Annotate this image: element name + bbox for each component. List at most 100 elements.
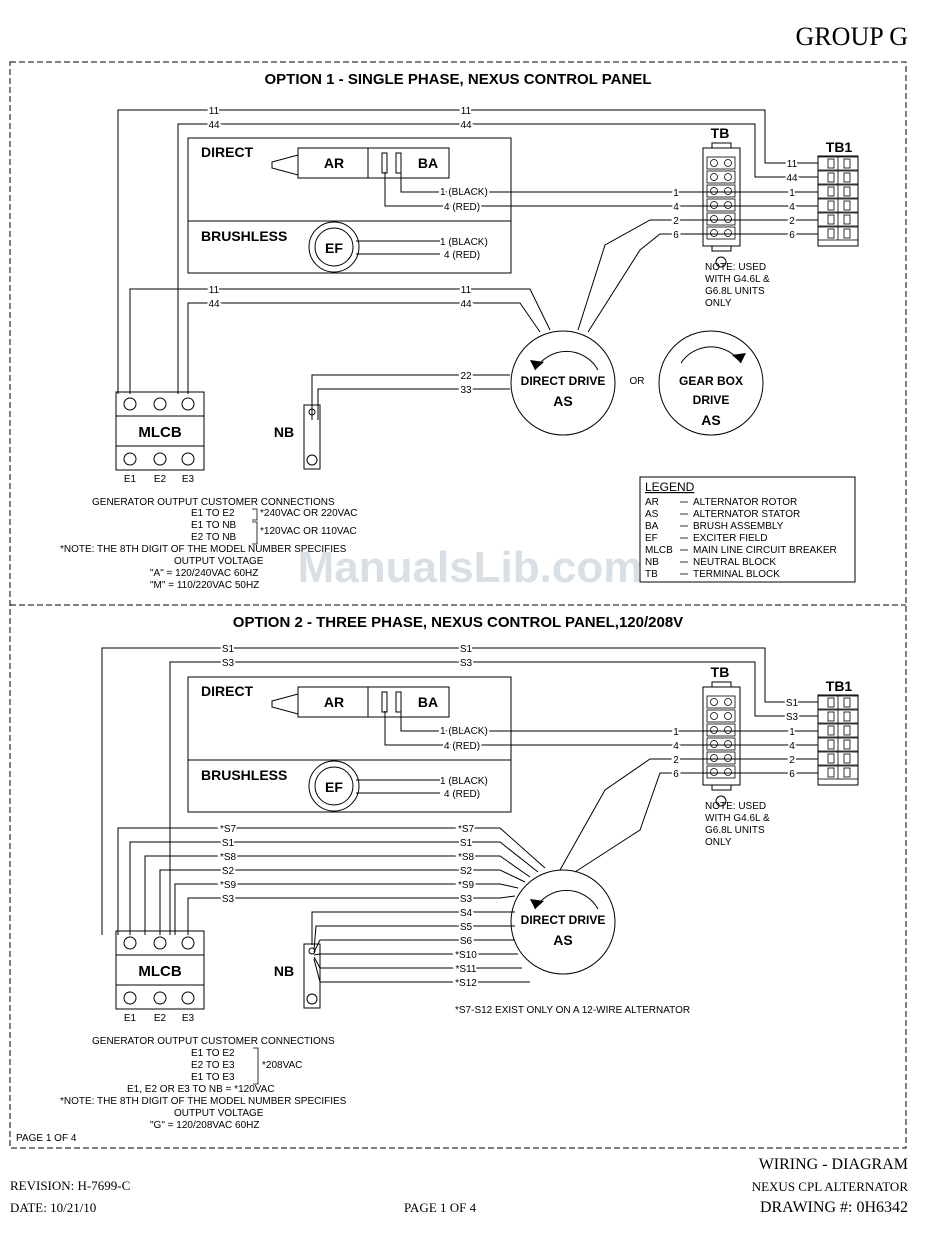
mlcb-terminal-label: E2 <box>154 474 167 485</box>
conn-line: E1 TO E2 <box>191 1048 235 1059</box>
wire-label: S3 <box>222 658 235 669</box>
legend-value: BRUSH ASSEMBLY <box>693 521 784 532</box>
ar-label: AR <box>324 694 344 710</box>
mlcb-label: MLCB <box>138 963 181 980</box>
mlcb-terminal-label: E1 <box>124 474 137 485</box>
gear-box-label: GEAR BOX <box>679 374 743 388</box>
wire-label: S1 <box>460 838 473 849</box>
wire-label: 4 <box>789 741 795 752</box>
conn-title: GENERATOR OUTPUT CUSTOMER CONNECTIONS <box>92 1036 335 1047</box>
wire-label: S1 <box>222 644 235 655</box>
ba-label: BA <box>418 694 438 710</box>
wire-label: 44 <box>460 299 472 310</box>
as-label: AS <box>701 412 720 428</box>
date: DATE: 10/21/10 <box>10 1200 97 1215</box>
legend-box <box>639 476 856 583</box>
legend-key: EF <box>645 533 658 544</box>
wire-label: 4 (RED) <box>444 789 480 800</box>
wire-label: 4 (RED) <box>444 741 480 752</box>
conn-value: *120VAC OR 110VAC <box>260 526 357 537</box>
note-line: G6.8L UNITS <box>705 286 765 297</box>
note-line: WITH G4.6L & <box>705 274 770 285</box>
wire-label: S3 <box>460 894 473 905</box>
note-line: NOTE: USED <box>705 262 766 273</box>
wire-label: *S9 <box>220 880 237 891</box>
note-line: *NOTE: THE 8TH DIGIT OF THE MODEL NUMBER… <box>60 1096 347 1107</box>
direct-label: DIRECT <box>201 683 254 699</box>
wire-label: *S7 <box>220 824 237 835</box>
wire-label: 1 <box>673 727 679 738</box>
twelve-wire-note: *S7-S12 EXIST ONLY ON A 12-WIRE ALTERNAT… <box>455 1005 690 1016</box>
note-line: OUTPUT VOLTAGE <box>174 1108 264 1119</box>
wire-label: S1 <box>460 644 473 655</box>
wire-label: S2 <box>222 866 235 877</box>
tb1-label: TB1 <box>826 139 853 155</box>
wire-label: S2 <box>460 866 473 877</box>
wire-label: *S8 <box>458 852 475 863</box>
group-label: GROUP G <box>795 22 908 51</box>
wire-label: 4 <box>673 202 679 213</box>
wire-label: S1 <box>786 698 799 709</box>
legend-key: BA <box>645 521 659 532</box>
wire-label: 1 (BLACK) <box>440 726 488 737</box>
option1-title: OPTION 1 - SINGLE PHASE, NEXUS CONTROL P… <box>265 71 652 88</box>
direct-label: DIRECT <box>201 144 254 160</box>
note-line: OUTPUT VOLTAGE <box>174 556 264 567</box>
note-line: ONLY <box>705 298 732 309</box>
conn-line: E1 TO NB <box>191 520 237 531</box>
legend-value: MAIN LINE CIRCUIT BREAKER <box>693 545 837 556</box>
wire-label: 11 <box>461 285 472 296</box>
ef-label: EF <box>325 240 343 256</box>
wire-label: *S10 <box>455 950 477 961</box>
wire-label: 44 <box>208 120 220 131</box>
page-number: PAGE 1 OF 4 <box>404 1200 477 1215</box>
tb1-label: TB1 <box>826 678 853 694</box>
wire-label: 11 <box>461 106 472 117</box>
tb-label: TB <box>711 664 730 680</box>
mlcb-label: MLCB <box>138 424 181 441</box>
wire-label: 6 <box>789 230 795 241</box>
conn-value: *240VAC OR 220VAC <box>260 508 357 519</box>
mlcb-terminal-label: E3 <box>182 474 195 485</box>
note-line: G6.8L UNITS <box>705 825 765 836</box>
wire-label: 6 <box>789 769 795 780</box>
wire-label: 1 (BLACK) <box>440 187 488 198</box>
note-line: "M" = 110/220VAC 50HZ <box>150 580 259 591</box>
conn-title: GENERATOR OUTPUT CUSTOMER CONNECTIONS <box>92 497 335 508</box>
wire-label: S3 <box>460 658 473 669</box>
wire-label: 2 <box>673 216 679 227</box>
legend-value: NEUTRAL BLOCK <box>693 557 776 568</box>
wire-label: S4 <box>460 908 473 919</box>
note-line: "A" = 120/240VAC 60HZ <box>150 568 258 579</box>
alternator-name: NEXUS CPL ALTERNATOR <box>751 1179 908 1194</box>
wire-label: 4 (RED) <box>444 202 480 213</box>
wire-label: 11 <box>787 159 798 170</box>
page-note: PAGE 1 OF 4 <box>16 1133 77 1144</box>
direct-drive-label: DIRECT DRIVE <box>521 913 606 927</box>
wire-label: 6 <box>673 769 679 780</box>
wire-label: 4 <box>673 741 679 752</box>
note-line: WITH G4.6L & <box>705 813 770 824</box>
as-label: AS <box>553 932 572 948</box>
option2-title: OPTION 2 - THREE PHASE, NEXUS CONTROL PA… <box>233 614 683 631</box>
ba-label: BA <box>418 155 438 171</box>
wire-label: S6 <box>460 936 473 947</box>
legend-value: ALTERNATOR STATOR <box>693 509 800 520</box>
wire-label: *S7 <box>458 824 475 835</box>
wire-label: 44 <box>208 299 220 310</box>
wire-label: 1 <box>789 727 795 738</box>
wire-label: 1 <box>789 188 795 199</box>
legend-value: TERMINAL BLOCK <box>693 569 780 580</box>
wire-label: 44 <box>786 173 798 184</box>
wire-label: *S12 <box>455 978 477 989</box>
wire-label: 44 <box>460 120 472 131</box>
brushless-label: BRUSHLESS <box>201 767 287 783</box>
wire-label: 2 <box>789 755 795 766</box>
wire-label: 1 <box>673 188 679 199</box>
mlcb-terminal-label: E3 <box>182 1013 195 1024</box>
wire-label: 4 (RED) <box>444 250 480 261</box>
wiring-diagram-title: WIRING - DIAGRAM <box>758 1156 908 1173</box>
revision: REVISION: H-7699-C <box>10 1178 131 1193</box>
legend-value: ALTERNATOR ROTOR <box>693 497 797 508</box>
